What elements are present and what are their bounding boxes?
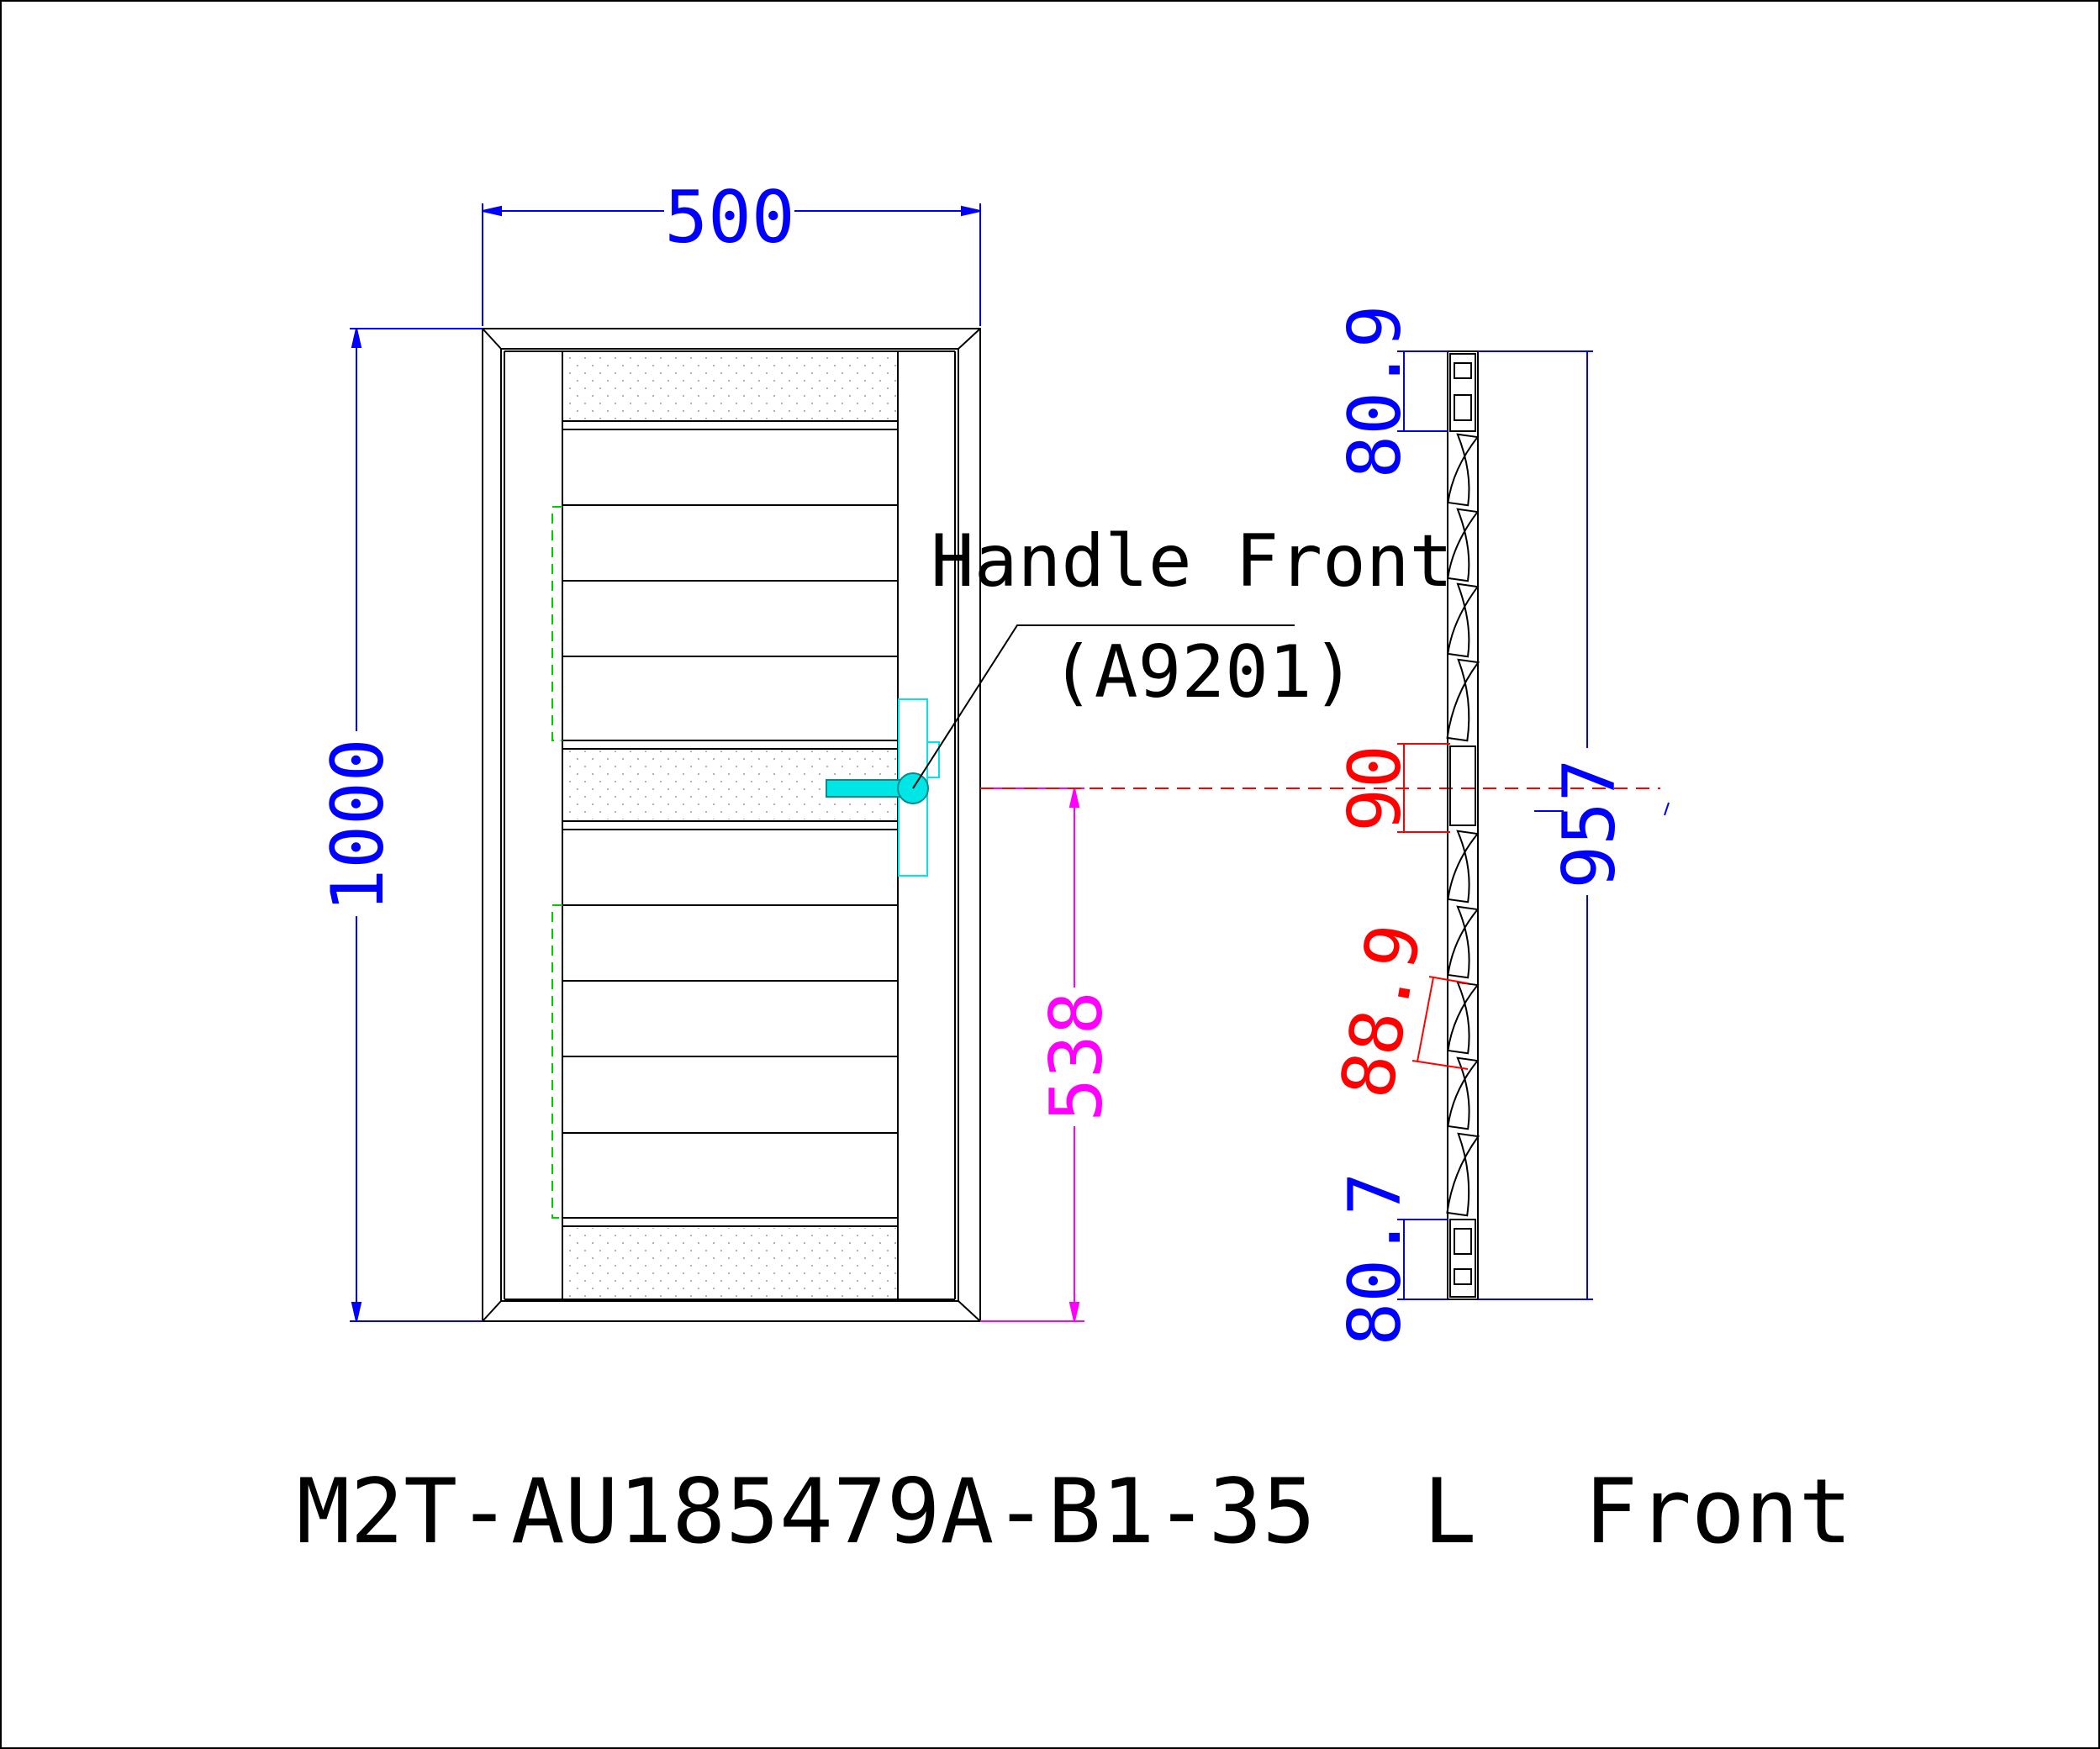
section-outline xyxy=(1447,350,1479,1300)
dim-bottom-rail-label: 80.7 xyxy=(1333,1172,1417,1346)
louvre-blade xyxy=(1447,905,1480,979)
top-rail-fill xyxy=(564,353,896,420)
louvre-blade xyxy=(1447,433,1480,507)
dim-section-red xyxy=(1397,743,1469,1070)
section-bottom-profile xyxy=(1449,1219,1476,1298)
louvre-blade xyxy=(1447,1056,1480,1130)
dim-height-label: 1000 xyxy=(316,738,400,912)
dim-mid-rail-label: 90 xyxy=(1333,745,1417,832)
louvre-blade xyxy=(1447,830,1480,903)
dim-section-blue xyxy=(1397,350,1670,1300)
louvre-blade xyxy=(1447,508,1480,582)
upper-hinge-marker xyxy=(551,506,562,741)
drawing-title: M2T-AU185479A-B1-35 L Front xyxy=(297,1460,1853,1563)
section-mid-profile xyxy=(1449,745,1476,826)
callout-line2: (A9201) xyxy=(1051,630,1355,714)
callout-leader xyxy=(912,624,1295,789)
bottom-rail-fill xyxy=(564,1228,896,1298)
door-section xyxy=(1446,350,1480,1300)
dim-handle-height xyxy=(980,788,1084,1322)
louvre-blade xyxy=(1446,1132,1480,1217)
door-outer-frame xyxy=(482,328,981,1322)
louvre-blade xyxy=(1447,582,1480,658)
dim-top-rail-label: 80.9 xyxy=(1333,304,1417,478)
door-inner-frame xyxy=(500,348,959,1302)
hinge-markers xyxy=(551,506,562,1219)
section-top-profile xyxy=(1449,353,1476,432)
dim-handle-height-label: 538 xyxy=(1035,991,1119,1121)
dim-width xyxy=(482,203,981,326)
dim-width-label: 500 xyxy=(664,176,794,260)
lower-hinge-marker xyxy=(551,904,562,1219)
callout-line1: Handle Front xyxy=(931,519,1453,603)
dim-height xyxy=(350,328,483,1322)
dim-section-height-label: 957 xyxy=(1548,758,1632,888)
louvre-blade xyxy=(1446,658,1480,742)
handle xyxy=(826,698,940,877)
louvre-blade xyxy=(1447,981,1480,1055)
